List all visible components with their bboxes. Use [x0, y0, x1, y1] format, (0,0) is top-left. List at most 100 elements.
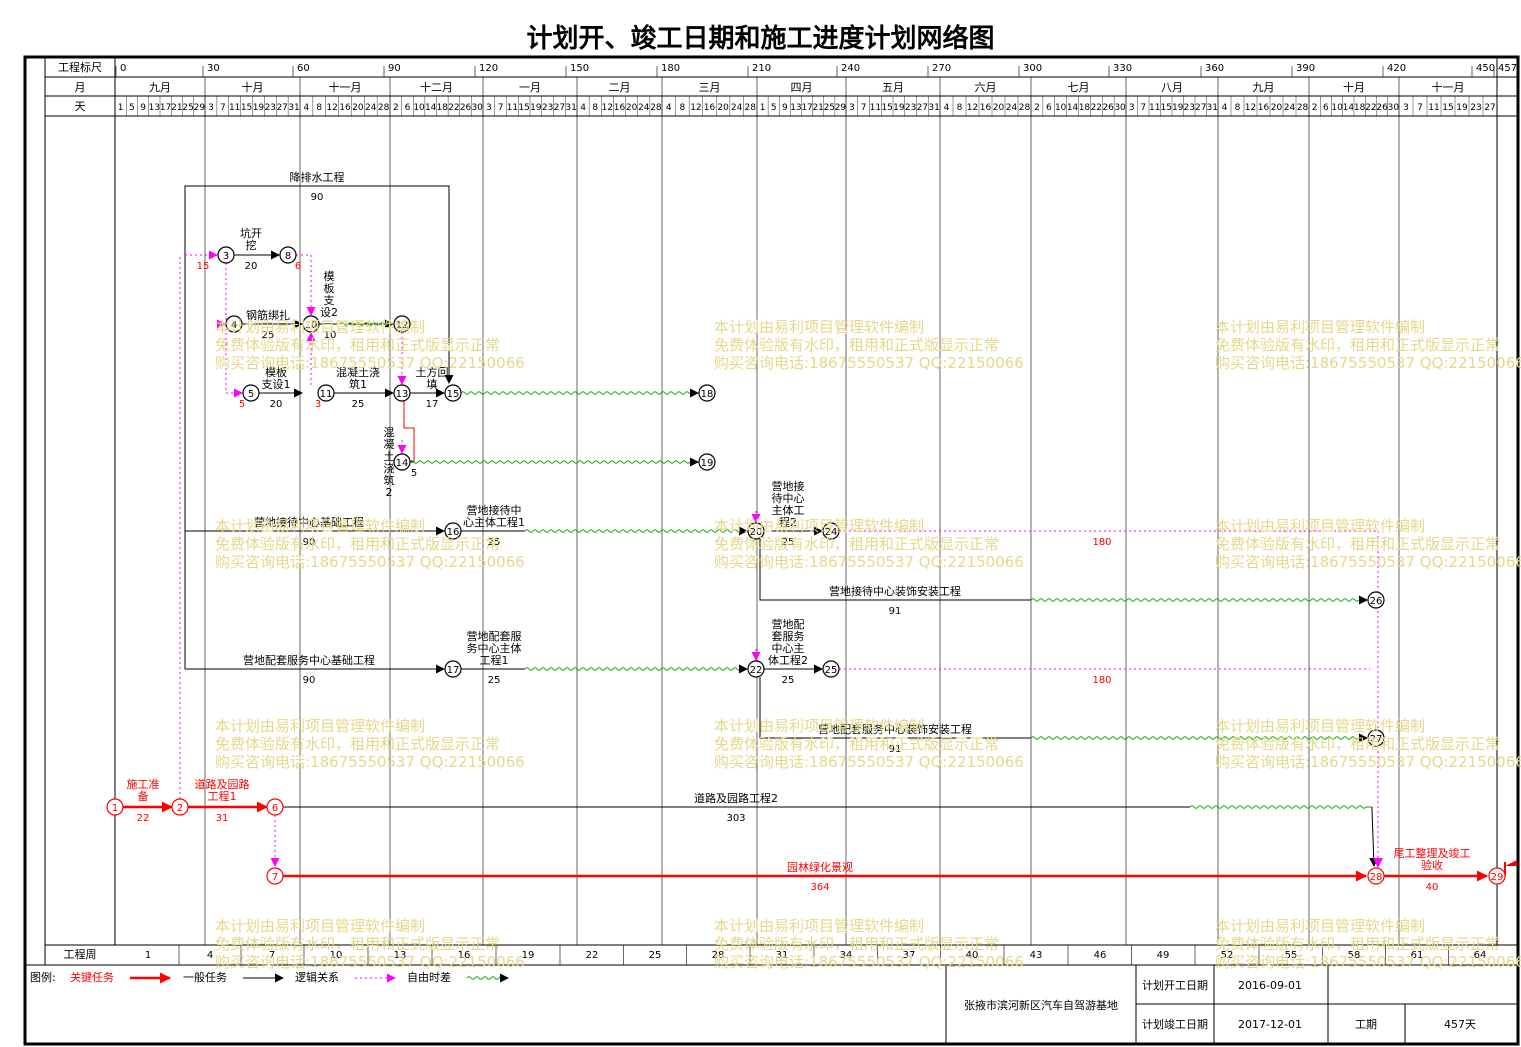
task-name-rec-main2: 程2 — [779, 516, 797, 529]
day-label: 26 — [1102, 103, 1114, 113]
task-duration-excav: 20 — [245, 261, 258, 272]
task-duration-sup-base: 90 — [303, 675, 316, 686]
task-duration-rec-deco: 91 — [889, 606, 902, 617]
day-label: 7 — [498, 103, 504, 113]
task-name-sup-main2: 中心主 — [772, 642, 805, 655]
task-line-sup-deco — [759, 677, 1031, 739]
node-number: 3 — [223, 251, 229, 262]
week-label: 40 — [966, 950, 979, 961]
task-line-conc2 — [403, 401, 415, 463]
task-name-form2: 支 — [324, 294, 335, 307]
scale-tick-label: 457 — [1498, 63, 1517, 74]
day-label: 4 — [944, 103, 950, 113]
day-label: 4 — [1222, 103, 1228, 113]
watermark-line: 购买咨询电话:18675550537 QQ:22150066 — [1215, 953, 1521, 971]
watermark-block: 本计划由易利项目管理软件编制免费体验版有水印，租用和正式版显示正常购买咨询电话:… — [714, 717, 1024, 771]
node-circle — [822, 522, 840, 540]
day-label: 7 — [1140, 103, 1146, 113]
scale-tick-label: 300 — [1023, 63, 1042, 74]
day-label: 20 — [717, 103, 729, 113]
day-label: 1 — [118, 103, 124, 113]
task-name-backfill: 填 — [427, 377, 438, 391]
watermark-line: 免费体验版有水印，租用和正式版显示正常 — [714, 735, 1000, 753]
task-duration-road2: 303 — [726, 813, 745, 824]
week-label: 37 — [903, 950, 916, 961]
task-name-drainage: 降排水工程 — [290, 170, 345, 184]
task-name-form2: 设2 — [320, 306, 338, 319]
week-label: 16 — [458, 950, 471, 961]
day-label: 12 — [1245, 103, 1256, 113]
node-circle — [822, 660, 840, 678]
day-label: 2 — [1034, 103, 1040, 113]
week-label: 1 — [145, 950, 151, 961]
day-label: 7 — [220, 103, 226, 113]
day-label: 31 — [288, 103, 299, 113]
task-name-prep: 备 — [138, 789, 149, 803]
node-number: 28 — [1370, 872, 1383, 883]
day-label: 31 — [928, 103, 939, 113]
day-label: 29 — [194, 103, 206, 113]
day-label: 20 — [993, 103, 1005, 113]
day-label: 15 — [518, 103, 529, 113]
end-flag — [1505, 860, 1517, 866]
watermark-block: 本计划由易利项目管理软件编制免费体验版有水印，租用和正式版显示正常购买咨询电话:… — [1215, 717, 1521, 771]
day-label: 18 — [1354, 103, 1366, 113]
day-label: 27 — [1195, 103, 1206, 113]
day-label: 19 — [1456, 103, 1468, 113]
task-name-prep: 施工准 — [127, 778, 160, 791]
day-label: 12 — [967, 103, 978, 113]
task-duration-rec-main2: 25 — [782, 537, 795, 548]
watermark-block: 本计划由易利项目管理软件编制免费体验版有水印，租用和正式版显示正常购买咨询电话:… — [714, 917, 1024, 971]
task-name-final: 尾工整理及竣工 — [1394, 846, 1471, 860]
node-circle — [225, 315, 243, 333]
day-label: 20 — [626, 103, 638, 113]
task-name-sup-main1: 工程1 — [480, 654, 509, 667]
scale-tick-label: 420 — [1387, 63, 1406, 74]
month-label: 七月 — [1068, 81, 1090, 94]
day-label: 9 — [782, 103, 788, 113]
day-label: 28 — [744, 103, 756, 113]
task-name-conc2: 2 — [386, 486, 393, 499]
start-date-label: 计划开工日期 — [1142, 979, 1208, 992]
task-name-conc2: 浇 — [384, 462, 395, 475]
watermark-line: 免费体验版有水印，租用和正式版显示正常 — [1215, 336, 1501, 354]
watermark-line: 本计划由易利项目管理软件编制 — [215, 917, 426, 935]
day-label: 4 — [580, 103, 586, 113]
task-name-road2: 道路及园路工程2 — [694, 791, 778, 805]
watermark-line: 购买咨询电话:18675550537 QQ:22150066 — [215, 753, 525, 771]
task-duration-backfill: 17 — [426, 399, 439, 410]
node-circle — [444, 522, 462, 540]
task-name-sup-main1: 务中心主体 — [467, 641, 522, 655]
day-label: 19 — [893, 103, 905, 113]
watermark-block: 本计划由易利项目管理软件编制免费体验版有水印，租用和正式版显示正常购买咨询电话:… — [215, 917, 525, 971]
start-date-value: 2016-09-01 — [1238, 979, 1302, 992]
scale-row-label: 工程标尺 — [58, 60, 102, 74]
scale-tick-label: 450 — [1476, 63, 1495, 74]
day-label: 16 — [704, 103, 716, 113]
day-label: 6 — [405, 103, 411, 113]
free-float-label-24: 180 — [1092, 537, 1111, 548]
watermark-line: 本计划由易利项目管理软件编制 — [1215, 318, 1426, 336]
week-label: 22 — [586, 950, 599, 961]
task-name-conc1: 混凝土浇 — [336, 365, 380, 379]
watermark-line: 本计划由易利项目管理软件编制 — [215, 517, 426, 535]
week-label: 55 — [1285, 950, 1298, 961]
day-label: 4 — [666, 103, 672, 113]
node-number: 19 — [701, 458, 714, 469]
logic-arrowhead-28 — [1373, 858, 1383, 868]
scale-tick-label: 60 — [297, 63, 310, 74]
day-label: 17 — [160, 103, 171, 113]
week-label: 13 — [394, 950, 407, 961]
watermark-line: 购买咨询电话:18675550537 QQ:22150066 — [1215, 753, 1521, 771]
task-name-rec-main2: 营地接 — [772, 479, 805, 493]
month-label: 六月 — [975, 81, 997, 94]
week-label: 49 — [1157, 950, 1170, 961]
day-label: 28 — [650, 103, 662, 113]
day-label: 13 — [149, 103, 160, 113]
day-label: 4 — [304, 103, 310, 113]
watermark-line: 购买咨询电话:18675550537 QQ:22150066 — [1215, 553, 1521, 571]
week-label: 46 — [1094, 950, 1107, 961]
task-duration-sup-deco: 91 — [889, 744, 902, 755]
day-label: 3 — [1403, 103, 1409, 113]
node-number: 12 — [396, 320, 409, 331]
